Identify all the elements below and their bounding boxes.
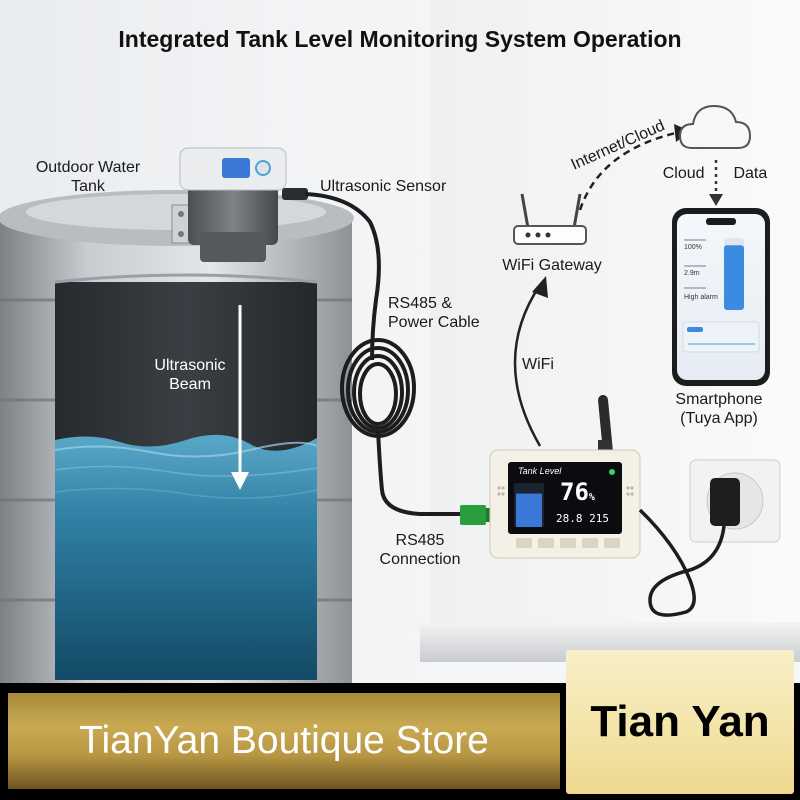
tank-label-line-2: Tank xyxy=(71,178,105,195)
cloud-label-word-1: Cloud xyxy=(662,165,705,182)
beam-arrow-head xyxy=(231,472,249,490)
connection-label-line-2: Connection xyxy=(379,551,461,568)
lcd-readout-2: 215 xyxy=(589,512,609,525)
phone-level-bar xyxy=(724,245,744,310)
store-name-banner: TianYan Boutique Store xyxy=(8,693,560,789)
wifi-label: WiFi xyxy=(522,356,554,373)
beam-label-line-1: Ultrasonic xyxy=(154,357,226,374)
connection-label-line-1: RS485 xyxy=(395,532,445,549)
wifi-gateway-icon xyxy=(513,193,587,245)
lcd-level-bar xyxy=(516,493,542,527)
water-body xyxy=(54,434,318,680)
internet-arrow xyxy=(578,130,681,211)
smartphone-label-line-2: (Tuya App) xyxy=(680,410,758,427)
cable-label-line-1: RS485 & xyxy=(388,295,453,312)
beam-label: Ultrasonic Beam xyxy=(140,356,240,394)
terminal-connector xyxy=(460,505,486,525)
tank-label-line-1: Outdoor Water xyxy=(35,159,141,176)
phone-value-1: 100% xyxy=(684,244,702,251)
rs485-cable xyxy=(304,192,462,516)
lcd-heading: Tank Level xyxy=(518,466,562,476)
lcd-readouts: 28.8 215 xyxy=(556,512,609,525)
brand-name-banner: Tian Yan xyxy=(566,650,794,794)
smartphone-label-line-1: Smartphone xyxy=(675,391,763,408)
wifi-arrow xyxy=(513,284,542,447)
cloud-icon xyxy=(678,104,752,149)
sensor-label: Ultrasonic Sensor xyxy=(320,178,447,195)
power-outlet xyxy=(689,459,781,543)
lcd-percent-value: 76 xyxy=(560,478,589,506)
smartphone-label: Smartphone (Tuya App) xyxy=(654,390,784,428)
water-tank xyxy=(0,190,354,685)
beam-label-line-2: Beam xyxy=(169,376,211,393)
phone-value-2: 2.9m xyxy=(684,270,700,277)
cloud-label-word-2: Data xyxy=(733,165,768,182)
cable-label-line-2: Power Cable xyxy=(388,314,480,331)
connection-label: RS485 Connection xyxy=(370,531,470,569)
cloud-data-label: Cloud Data xyxy=(660,164,770,183)
lcd-percent-unit: % xyxy=(588,492,595,503)
ultrasonic-sensor xyxy=(171,147,308,262)
smartphone xyxy=(672,208,770,386)
cable-label: RS485 & Power Cable xyxy=(388,294,498,332)
level-controller xyxy=(489,395,641,559)
phone-alarm: High alarm xyxy=(684,294,718,301)
power-cable xyxy=(638,508,726,617)
page-title: Integrated Tank Level Monitoring System … xyxy=(118,26,682,52)
gateway-label: WiFi Gateway xyxy=(502,257,602,274)
tank-label: Outdoor Water Tank xyxy=(16,158,160,196)
lcd-percent: 76% xyxy=(560,478,595,506)
lcd-readout-1: 28.8 xyxy=(556,512,583,525)
